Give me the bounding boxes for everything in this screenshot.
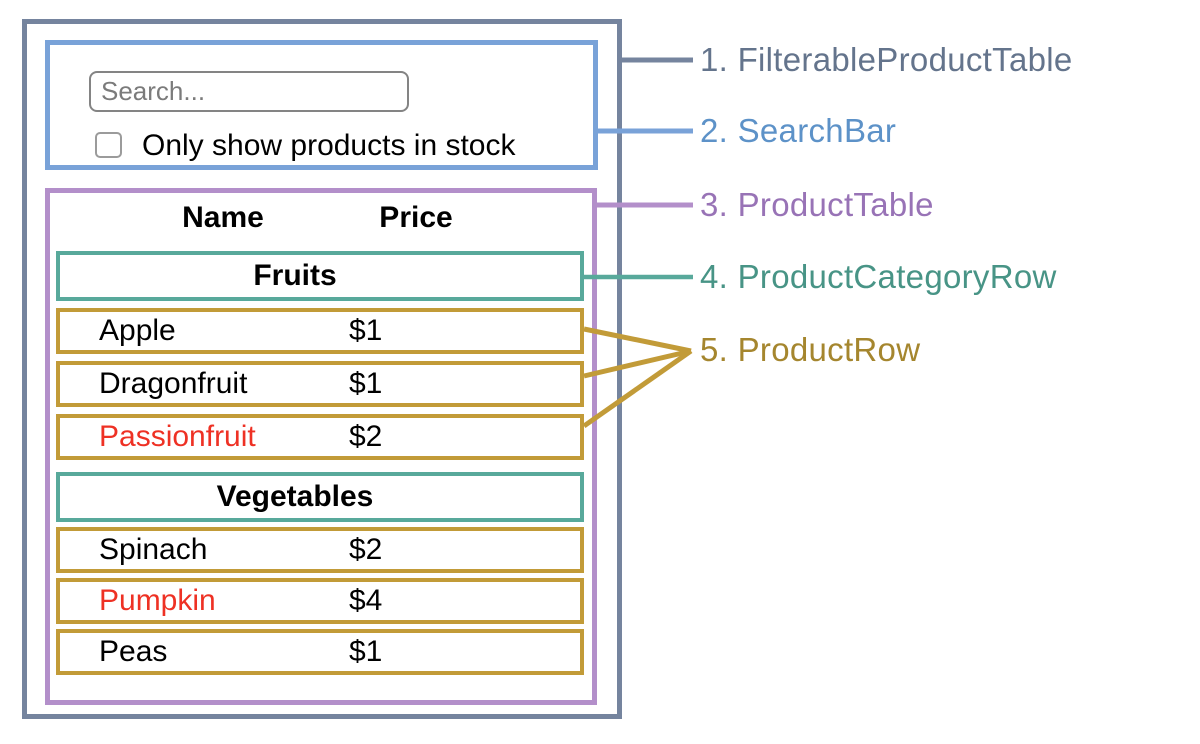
product-price: $2 [349,533,383,566]
product-price: $1 [349,635,383,668]
category-label: Vegetables [216,480,374,513]
product-row-dragonfruit: Dragonfruit $1 [56,361,584,407]
annotation-product-table: 3. ProductTable [700,186,934,223]
annotation-search-bar: 2. SearchBar [700,112,897,149]
category-label: Fruits [253,259,337,292]
column-header-price: Price [379,201,453,234]
annotation-filterable-product-table: 1. FilterableProductTable [700,41,1073,78]
product-row-spinach: Spinach $2 [56,527,584,573]
product-price: $1 [349,314,383,347]
product-name: Dragonfruit [99,367,248,400]
product-row-pumpkin: Pumpkin $4 [56,578,584,624]
category-row-fruits: Fruits [56,251,584,301]
column-header-name: Name [182,201,264,234]
product-name: Spinach [99,533,208,566]
product-name: Peas [99,635,168,668]
product-name: Pumpkin [99,584,216,617]
annotation-product-row: 5. ProductRow [700,331,921,368]
product-row-peas: Peas $1 [56,629,584,675]
product-row-apple: Apple $1 [56,308,584,354]
product-row-passionfruit: Passionfruit $2 [56,414,584,460]
category-row-vegetables: Vegetables [56,472,584,522]
in-stock-checkbox-label: Only show products in stock [142,129,516,162]
product-price: $4 [349,584,383,617]
product-price: $1 [349,367,383,400]
in-stock-checkbox[interactable] [95,132,122,158]
annotation-product-category-row: 4. ProductCategoryRow [700,258,1057,295]
product-name: Apple [99,314,176,347]
search-input[interactable] [89,71,409,112]
product-name: Passionfruit [99,420,256,453]
product-price: $2 [349,420,383,453]
